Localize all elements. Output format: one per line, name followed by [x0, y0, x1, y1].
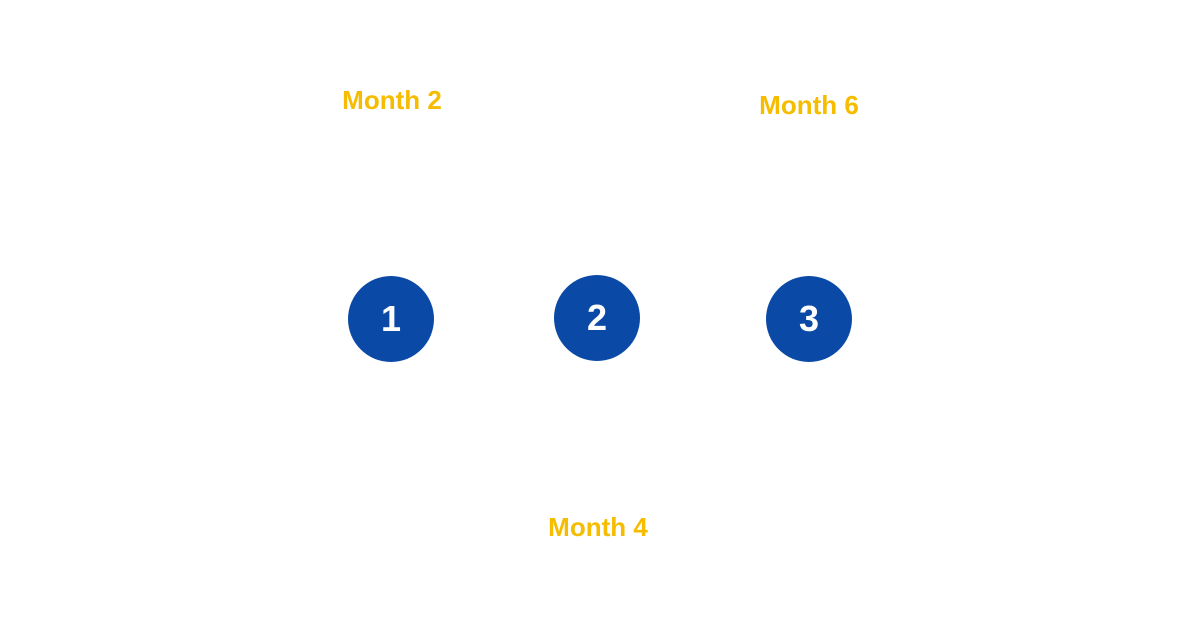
step-3-circle: 3: [766, 276, 852, 362]
step-2-number: 2: [586, 297, 608, 338]
step-1-number: 1: [380, 298, 402, 339]
step-2-label: Month 4: [548, 512, 648, 542]
step-1-circle: 1: [348, 276, 434, 362]
step-3-number: 3: [798, 298, 820, 339]
step-1-label: Month 2: [342, 85, 442, 115]
step-3-label: Month 6: [759, 90, 859, 120]
step-2-circle: 2: [554, 275, 640, 361]
